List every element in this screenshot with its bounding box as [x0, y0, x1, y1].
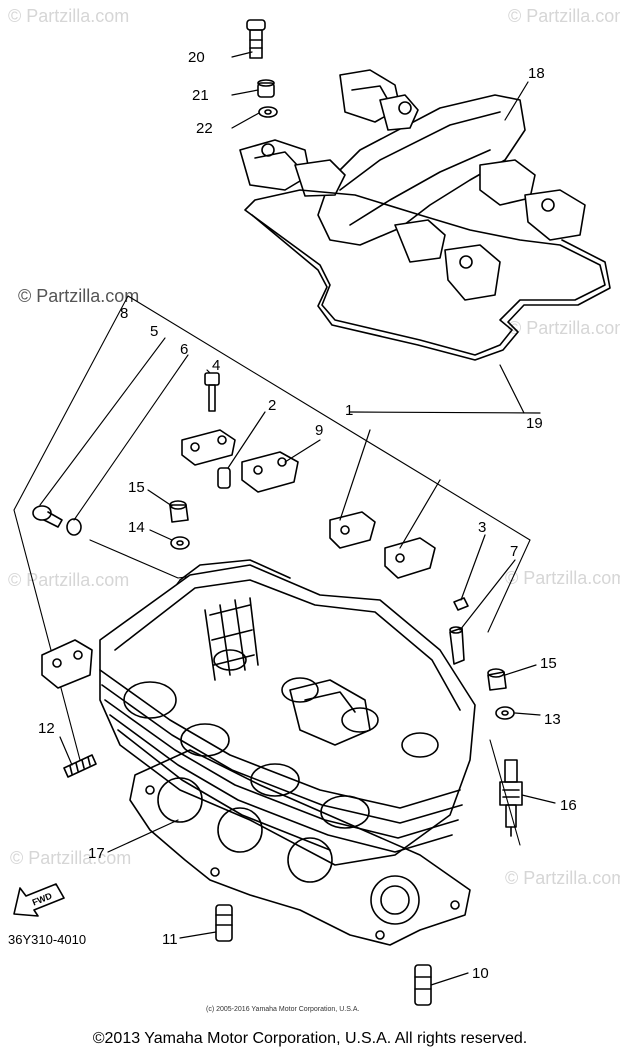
- watermark: © Partzilla.com: [505, 868, 620, 888]
- callout-16: 16: [560, 797, 577, 814]
- callout-3: 3: [478, 519, 486, 536]
- callout-7: 7: [510, 543, 518, 560]
- watermark: © Partzilla.com: [18, 286, 140, 306]
- plug-15-lower-icon: [487, 668, 507, 691]
- grommet-21-icon: [257, 79, 275, 98]
- washer-22-icon: [258, 106, 278, 118]
- leader-lines: [59, 51, 556, 986]
- cam-cap-left: [181, 429, 236, 466]
- cover-gasket-19: [244, 189, 611, 361]
- callout-18: 18: [528, 65, 545, 82]
- callout-17: 17: [88, 845, 105, 862]
- callout-15-lower: 15: [540, 655, 557, 672]
- washer-13-icon: [495, 706, 515, 720]
- callout-4: 4: [212, 357, 220, 374]
- watermark: © Partzilla.com: [8, 570, 130, 590]
- inner-copyright: (c) 2005-2016 Yamaha Motor Corporation, …: [206, 1006, 360, 1013]
- callout-10: 10: [472, 965, 489, 982]
- washer-6-icon: [66, 518, 82, 536]
- callout-19: 19: [526, 415, 543, 432]
- watermark: © Partzilla.com: [505, 568, 620, 588]
- callout-5: 5: [150, 323, 158, 340]
- callout-11: 11: [162, 931, 178, 948]
- plug-15-upper-icon: [169, 500, 189, 523]
- callout-1: 1: [345, 402, 353, 419]
- cam-cap-left-lower: [41, 639, 93, 689]
- callout-8: 8: [120, 305, 128, 322]
- callout-22: 22: [196, 120, 213, 137]
- callout-12: 12: [38, 720, 55, 737]
- callout-14: 14: [128, 519, 145, 536]
- callout-20: 20: [188, 49, 205, 66]
- bolt-4-icon: [204, 372, 220, 412]
- callout-15-upper: 15: [128, 479, 145, 496]
- watermark: © Partzilla.com: [8, 6, 130, 26]
- callout-6: 6: [180, 341, 188, 358]
- diagram-code: 36Y310-4010: [8, 932, 87, 947]
- watermark: © Partzilla.com: [508, 6, 620, 26]
- callout-2: 2: [268, 397, 276, 414]
- watermark: © Partzilla.com: [508, 318, 620, 338]
- head-cover-18: [239, 69, 586, 301]
- cylinder-head-body: [99, 559, 476, 866]
- footer-copyright: ©2013 Yamaha Motor Corporation, U.S.A. A…: [92, 1030, 528, 1047]
- cam-cap-center: [329, 511, 376, 549]
- bolt-20-icon: [246, 19, 266, 59]
- callout-21: 21: [192, 87, 209, 104]
- head-gasket-17: [129, 749, 471, 946]
- callout-13: 13: [544, 711, 561, 728]
- dowel-2-icon: [217, 467, 231, 489]
- spark-plug-16-icon: [499, 759, 523, 837]
- stud-12-icon: [63, 754, 97, 778]
- washer-14-icon: [170, 536, 190, 550]
- pin-7-icon: [449, 626, 465, 665]
- callout-frame-lines: [13, 295, 531, 846]
- bolt-8-icon: [32, 505, 63, 528]
- dowel-10-icon: [414, 964, 432, 1006]
- cam-cap-9: [241, 451, 299, 493]
- callout-9: 9: [315, 422, 323, 439]
- cam-cap-right: [384, 537, 436, 579]
- dowel-11-icon: [215, 904, 233, 942]
- forward-direction-badge: FWD: [10, 880, 68, 923]
- forward-arrow-icon: FWD: [13, 883, 65, 917]
- watermark: © Partzilla.com: [10, 848, 132, 868]
